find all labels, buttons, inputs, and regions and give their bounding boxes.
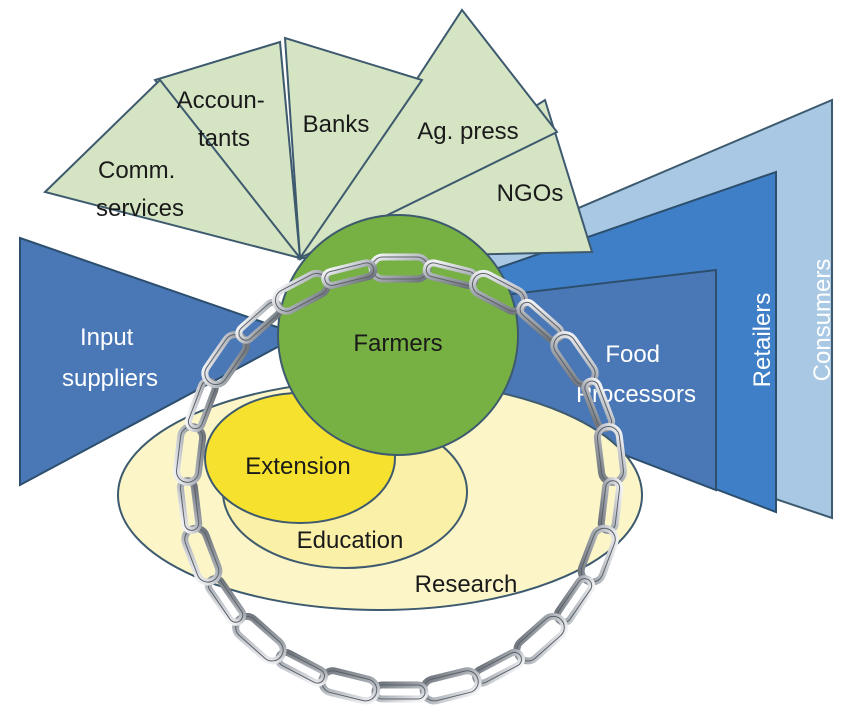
accountants-label: Accoun- tants xyxy=(177,87,272,152)
chain-link xyxy=(419,667,482,705)
extension-label: Extension xyxy=(245,453,350,480)
chain-link-outline xyxy=(324,262,375,286)
input-suppliers-shape xyxy=(19,236,303,487)
comm-services-line2: services xyxy=(96,195,184,222)
accountants-line2: tants xyxy=(198,125,250,152)
ngos-label: NGOs xyxy=(497,180,564,207)
comm-services-line1: Comm. xyxy=(98,157,175,184)
accountants-line1: Accoun- xyxy=(177,87,265,114)
chain-link xyxy=(318,667,381,705)
chain-link xyxy=(371,681,429,703)
retailers-label: Retailers xyxy=(749,293,776,388)
research-label: Research xyxy=(415,571,518,598)
farmers-circle xyxy=(277,214,519,456)
comm-services-fan-blade xyxy=(43,78,303,260)
farmers-label: Farmers xyxy=(353,330,442,357)
input-suppliers-line2: suppliers xyxy=(62,365,158,392)
education-label: Education xyxy=(297,527,404,554)
banks-label: Banks xyxy=(303,111,370,138)
banks-fan-blade xyxy=(283,36,424,261)
consumers-label: Consumers xyxy=(809,259,836,382)
input-suppliers-line1: Input xyxy=(80,324,134,351)
comm-services-label: Comm. services xyxy=(96,157,184,222)
ag-press-label: Ag. press xyxy=(417,118,518,145)
input-suppliers-label: Input suppliers xyxy=(62,324,158,392)
food-processors-line1: Food xyxy=(605,341,660,368)
chain-ring xyxy=(172,253,628,705)
